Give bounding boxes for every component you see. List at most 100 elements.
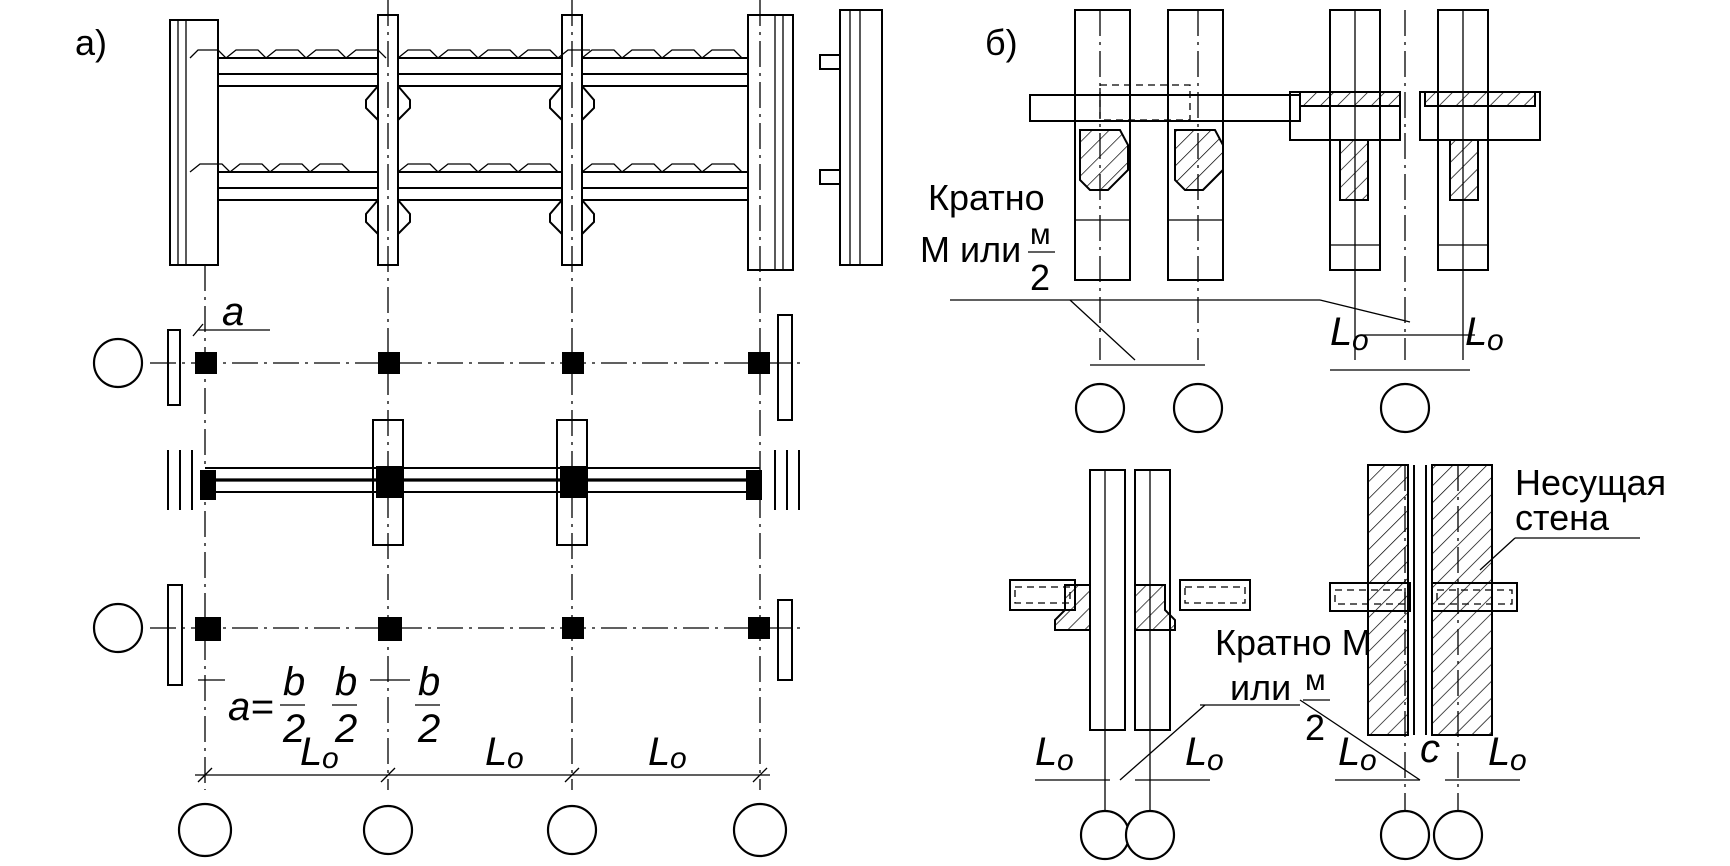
axis-bubble [1079,809,1131,861]
axis-bubble [1379,382,1431,434]
span-label: L [300,730,322,774]
frac-numerator: b [418,660,440,704]
beam-upper-3 [581,73,749,87]
panel-a-label: а) [75,22,107,63]
panel-b: б) [920,9,1666,861]
axis-bubbles-top-b [1074,382,1431,434]
column-square [562,617,584,639]
span-subscript: o [1360,744,1377,777]
beam-upper-2 [397,73,563,87]
dimension-formula: a= b 2 b 2 b 2 [228,660,440,751]
frac-denominator: 2 [282,707,305,751]
column-square [195,352,217,374]
column-square [748,352,770,374]
detail-bottom-left: L o L o [1009,469,1251,810]
beam-cross [556,419,588,546]
right-wall [747,14,794,271]
span-dimensions: L o L o L o [195,730,770,783]
slab-upper-3 [581,57,749,75]
span-subscript: o [1057,744,1074,777]
column-square [378,352,400,374]
grid-axes [150,0,800,790]
axis-bubble [1074,382,1126,434]
axis-bubble [1379,809,1431,861]
panel-b-label: б) [985,22,1018,63]
frac-numerator: b [335,660,357,704]
column-square [748,617,770,639]
span-label: L [1488,730,1510,774]
slab-lower-2 [397,171,563,189]
column-square [562,352,584,374]
left-wall [169,19,219,266]
slab-upper-2 [397,57,563,75]
multiple-note-bottom: Кратно М или м 2 [1200,622,1372,748]
plan-row-3 [92,584,793,686]
dim-a-label: a [222,290,244,334]
beam-lower-3 [581,187,749,201]
wall-panel [777,599,793,681]
frac-denominator: 2 [417,707,440,751]
detail-bottom-right: L o c L o Несущая стена [1299,462,1666,810]
slab-upper-1 [217,57,379,75]
span-label: L [1465,310,1487,354]
multiple-note-top: Кратно М или м 2 L o L o [920,177,1504,371]
axis-bubble [1172,382,1224,434]
detail-top-left [1029,9,1301,360]
span-label: L [1035,730,1057,774]
frac-numerator: м [1305,664,1326,697]
span-label: L [1338,730,1360,774]
span-subscript: o [1207,744,1224,777]
axis-bubble [732,802,788,858]
c-label: c [1420,727,1440,771]
frac-numerator: м [1030,218,1051,251]
axis-bubble [1432,809,1484,861]
frac-denominator: 2 [1305,707,1325,748]
note-text: М или [920,229,1021,270]
slab-lower-1 [217,171,379,189]
wall-panel [777,314,793,421]
beam-cross [372,419,404,546]
beam-upper-1 [217,73,379,87]
span-label: L [485,730,507,774]
frame-section [169,9,883,271]
detail-top-right [1289,9,1541,360]
span-label: L [648,730,670,774]
beam-lower-1 [217,187,379,201]
axis-bubbles-bottom [177,802,788,858]
beam-lower-2 [397,187,563,201]
span-subscript: o [507,742,524,775]
wall-panel [167,584,183,686]
column-square [195,617,221,641]
axis-bubble [1124,809,1176,861]
plan-row-2 [167,419,800,546]
frac-denominator: 2 [334,707,357,751]
frac-numerator: b [283,660,305,704]
span-subscript: o [670,742,687,775]
slab-lower-3 [581,171,749,189]
wall-label: Несущая [1515,462,1666,503]
column-square [378,617,402,641]
span-subscript: o [1352,324,1369,357]
axis-bubble [177,802,233,858]
plan-row-1: a [92,290,793,421]
span-subscript: o [1510,744,1527,777]
axis-bubble [92,337,144,389]
frac-denominator: 2 [1030,257,1050,298]
panel-a: а) [75,0,883,858]
note-text: Кратно [928,177,1045,218]
axis-bubble [546,804,598,856]
axis-bubbles-bottom-b [1079,809,1484,861]
span-subscript: o [1487,324,1504,357]
wall-panel [167,329,181,406]
span-label: L [1330,310,1352,354]
formula-lhs: a= [228,685,274,729]
span-label: L [1185,730,1207,774]
span-subscript: o [322,742,339,775]
axis-bubble [92,602,144,654]
note-text: Кратно М [1215,622,1372,663]
wall-label: стена [1515,497,1610,538]
right-fragment [839,9,883,266]
axis-bubble [362,804,414,856]
note-text: или [1230,667,1291,708]
